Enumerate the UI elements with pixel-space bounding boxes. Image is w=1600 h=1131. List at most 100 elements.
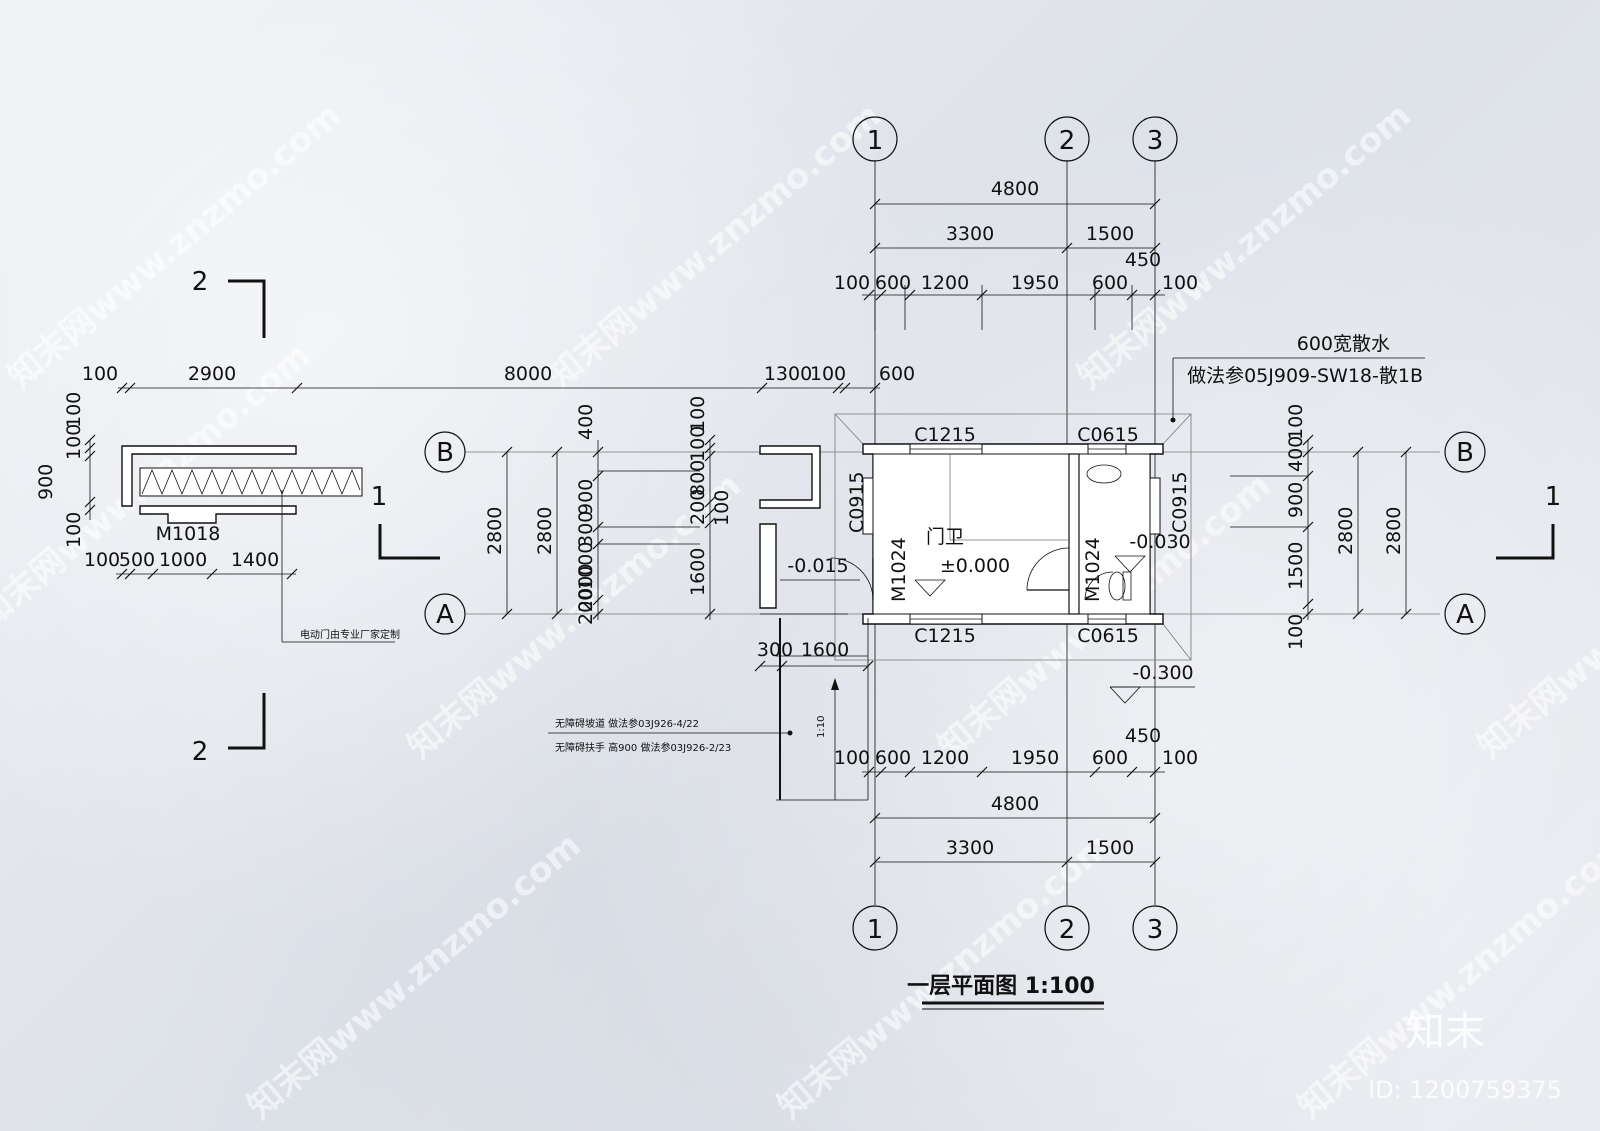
section-label: 1 [371,482,388,512]
dim-text: 100 [687,426,709,462]
left-dimensions: 2800 2800 400 2000 900 300 1000 200 [484,396,733,625]
window-label: C0615 [1077,424,1139,446]
watermark-id: ID: 1200759375 [1368,1076,1562,1104]
dim-text: 900 [575,479,597,515]
section-label: 2 [192,737,209,767]
dim-text: 1200 [921,272,969,294]
dim-text: 1200 [921,747,969,769]
dim-text: 1600 [801,639,849,661]
dim-text: 600 [875,272,911,294]
dim-text: 1950 [1011,272,1059,294]
dim-text: 100 [834,272,870,294]
dim-text: 900 [1285,482,1307,518]
dim-text: 100 [84,549,120,571]
level-label: -0.300 [1132,662,1193,684]
watermark-text: 知末网www.znzmo.com [540,95,889,397]
dim-text: 4800 [991,178,1039,200]
axis-bubbles-left: B A [424,431,466,635]
dim-text: 2800 [534,507,556,555]
window-label: C1215 [914,424,976,446]
dim-text: 200 [687,489,709,525]
dim-text: 100 [687,396,709,432]
dim-text: 1600 [687,548,709,596]
rail-note: 无障碍扶手 高900 做法参03J926-2/23 [555,741,731,754]
dim-text: 100 [834,747,870,769]
dim-text: 1000 [159,549,207,571]
plan-labels: C1215 C0615 C0915 C0915 C1215 C0615 M102… [780,424,1195,704]
dim-text: 2900 [188,363,236,385]
slope-label: 1:10 [816,716,827,738]
drawing-title: 一层平面图 1:100 [907,974,1104,1010]
window-label: C0615 [1077,625,1139,647]
dim-text: 4800 [991,793,1039,815]
dim-text: 100 [1285,614,1307,650]
axis-bubbles-right: B A [1444,431,1486,635]
dim-text: 600 [1092,747,1128,769]
dim-text: 1400 [231,549,279,571]
axis-label: 1 [867,915,884,945]
axis-label: 2 [1059,915,1076,945]
brand-watermark: 知末 ID: 1200759375 [1368,1009,1562,1104]
dim-text: 800 [687,460,709,496]
dim-text: 2800 [484,507,506,555]
dim-text: 8000 [504,363,552,385]
dim-text: 1500 [1086,223,1134,245]
dim-text: 100 [63,512,85,548]
dim-text: 400 [1285,436,1307,472]
axis-label: B [436,438,454,468]
dim-text: 300 [575,511,597,547]
axis-label: 3 [1147,915,1164,945]
dim-text: 1300 [764,363,812,385]
section-label: 1 [1545,482,1562,512]
axis-bubbles-bottom: 1 2 3 [852,905,1178,951]
dim-text: 1500 [1285,542,1307,590]
dim-text: 200 [575,589,597,625]
door-label: M1024 [888,537,910,602]
dim-text: 1950 [1011,747,1059,769]
dim-text: 1000 [575,542,597,590]
dim-text: 400 [575,404,597,440]
dim-text: 3300 [946,223,994,245]
watermark-layer: 知末网www.znzmo.com 知末网www.znzmo.com 知末网www… [0,95,1600,1127]
window-label: C0915 [846,471,868,533]
top-dimensions: 4800 3300 1500 450 100 600 1200 1950 600… [834,178,1198,330]
drain-note: 做法参05J909-SW18-散1B [1187,365,1423,387]
dim-text: 100 [63,392,85,428]
dim-text: 100 [1285,404,1307,440]
dim-text: 600 [1092,272,1128,294]
bottom-dimensions: 450 100 600 1200 1950 600 100 4800 3300 [834,725,1198,868]
dim-text: 300 [757,639,793,661]
dim-text: 100 [82,363,118,385]
dim-text: 100 [1162,272,1198,294]
watermark-text: 知末网www.znzmo.com [240,825,589,1127]
room-label: 门卫 [926,526,964,548]
plan-title: 一层平面图 1:100 [907,974,1095,999]
axis-bubbles-top: 1 2 3 [852,116,1178,162]
dim-text: 100 [711,490,733,526]
axis-label: A [436,600,454,630]
level-label: ±0.000 [940,555,1010,577]
axis-label: 1 [867,126,884,156]
dim-text: 3300 [946,837,994,859]
dim-text: 500 [119,549,155,571]
axis-label: 3 [1147,126,1164,156]
dim-text: 100 [810,363,846,385]
dim-text: 2000 [575,564,597,612]
gate-note: 电动门由专业厂家定制 [300,628,400,641]
dim-text: 2800 [1335,507,1357,555]
electric-gate: M1018 100 100 900 100 100 500 1000 1400 [35,392,400,643]
axis-label: 2 [1059,126,1076,156]
section-label: 2 [192,267,209,297]
dim-text: 100 [1162,747,1198,769]
brand-logo: 知末 [1405,1009,1485,1055]
door-label: M1024 [1082,537,1104,602]
dim-text: 450 [1125,249,1161,271]
dim-text: 2800 [1383,507,1405,555]
door-label: M1018 [156,523,221,545]
dim-text: 600 [879,363,915,385]
right-dimensions: 100 400 900 1500 100 2800 2800 [1230,404,1412,650]
watermark-text: 知末网www.znzmo.com [1470,465,1600,767]
ramp-note: 无障碍坡道 做法参03J926-4/22 [555,717,699,730]
